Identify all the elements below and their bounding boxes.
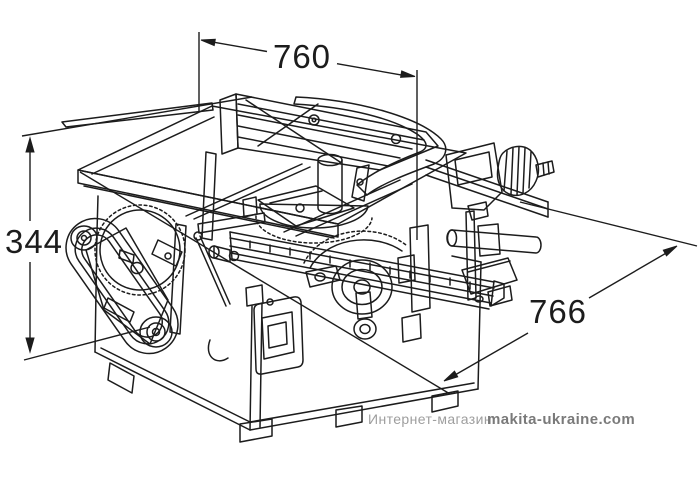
table-saw-illustration — [61, 93, 555, 443]
miter-bar — [197, 212, 266, 234]
dimension-height-label: 344 — [5, 223, 63, 260]
dimension-depth: 766 — [79, 171, 698, 395]
table-top — [77, 105, 467, 239]
riving-knife — [351, 164, 370, 202]
drive-gear — [94, 204, 186, 296]
front-rail — [229, 231, 505, 310]
clamp-rod — [446, 229, 542, 254]
dimension-width: 760 — [198, 32, 418, 240]
miter-grip — [317, 159, 343, 215]
blade-guard — [61, 93, 447, 202]
power-switch — [245, 284, 304, 375]
protractor — [259, 203, 369, 229]
hand-wheel — [303, 230, 407, 340]
rear-bar — [61, 102, 214, 128]
dimension-depth-label: 766 — [529, 293, 587, 330]
belt-cover — [65, 217, 179, 355]
rip-fence-carriage — [425, 142, 555, 307]
machine-base — [94, 195, 482, 443]
watermark-site-label: makita-ukraine.com — [487, 411, 635, 428]
belt-drive — [65, 151, 240, 362]
watermark: Интернет-магазин makita-ukraine.com — [368, 411, 635, 428]
dimension-width-label: 760 — [273, 38, 331, 75]
lower-pulley — [139, 316, 173, 348]
tilt-gear-arc — [303, 230, 407, 264]
dimension-annotations: 760 344 766 — [5, 32, 698, 395]
guard-arm — [293, 96, 447, 196]
protractor-teeth — [255, 215, 373, 244]
miter-gauge — [197, 153, 373, 244]
watermark-store-label: Интернет-магазин — [368, 411, 492, 427]
fence-window — [454, 151, 493, 186]
upper-pulley — [70, 225, 98, 251]
crank-handle — [353, 318, 377, 340]
dimension-height: 344 — [5, 96, 253, 361]
clamp-knob — [496, 145, 540, 197]
